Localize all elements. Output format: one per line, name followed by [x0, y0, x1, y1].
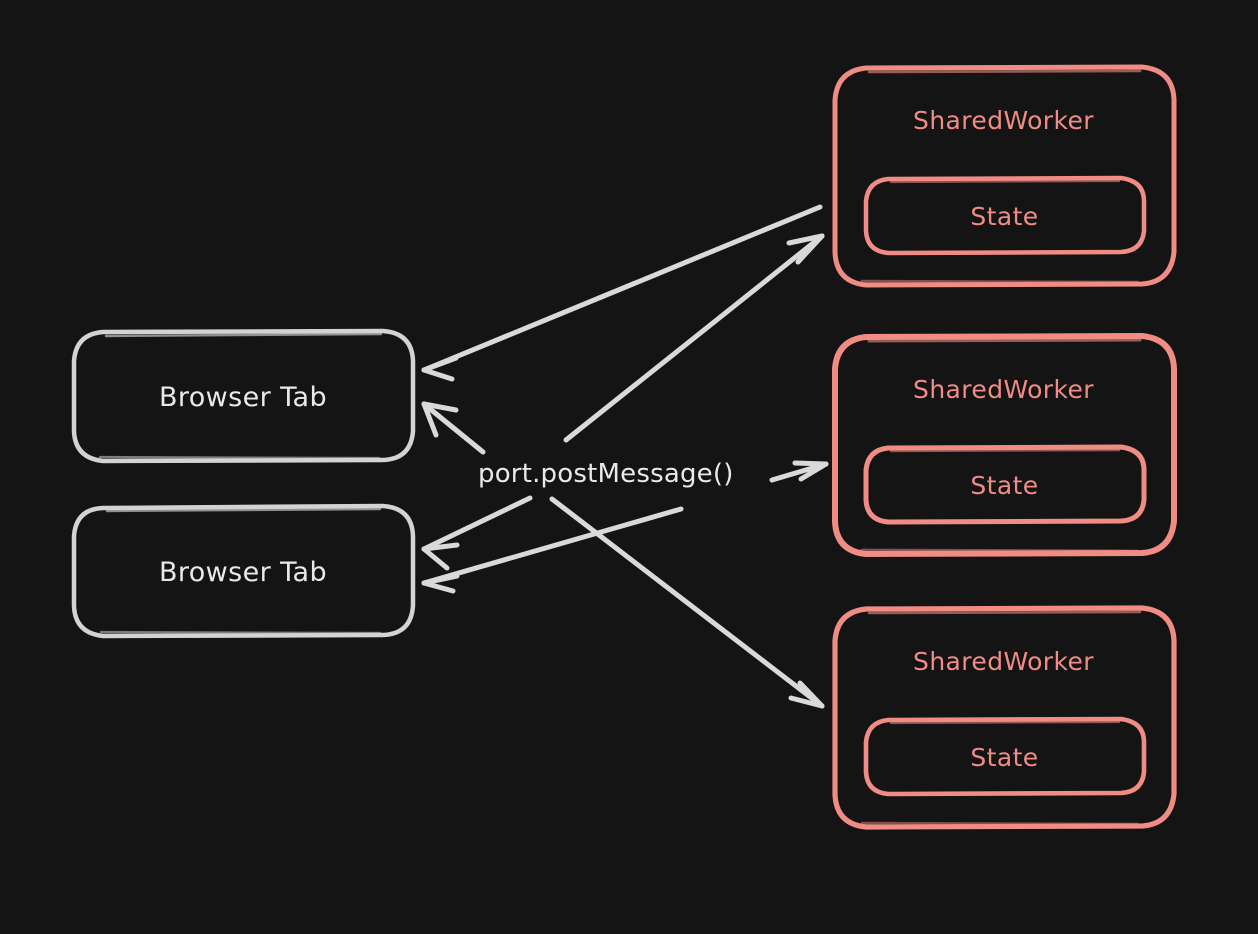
edge-label-post-message: port.postMessage(): [478, 459, 734, 489]
browser-tab-1[interactable]: Browser Tab: [73, 331, 413, 461]
shared-worker-3-outline[interactable]: [832, 605, 1177, 830]
arrow-hub-to-worker1: [563, 233, 825, 443]
state-box-1-outline[interactable]: [863, 175, 1147, 256]
arrow-worker1-to-tab1: [421, 204, 823, 382]
browser-tab-1-outline[interactable]: [71, 328, 416, 464]
state-box-3[interactable]: State: [866, 719, 1143, 794]
arrow-hub-to-tab1: [421, 401, 486, 455]
shared-worker-1-label: SharedWorker: [913, 106, 1094, 135]
state-box-3-label: State: [970, 743, 1039, 772]
browser-tab-2-label: Browser Tab: [158, 557, 328, 588]
browser-tab-2[interactable]: Browser Tab: [73, 506, 413, 636]
shared-worker-3-label: SharedWorker: [913, 647, 1094, 676]
shared-worker-1-outline[interactable]: [832, 64, 1177, 288]
state-box-2-label: State: [970, 471, 1039, 500]
shared-worker-2-label: SharedWorker: [913, 375, 1094, 404]
state-box-2[interactable]: State: [866, 447, 1143, 522]
state-box-1-label: State: [970, 202, 1039, 231]
arrow-hub-to-worker3: [549, 496, 825, 709]
shared-worker-3[interactable]: SharedWorker: [833, 608, 1174, 827]
shared-worker-2-outline[interactable]: [832, 333, 1177, 557]
state-box-3-outline[interactable]: [863, 716, 1147, 797]
arrow-hub-to-worker2: [769, 460, 829, 483]
arrow-worker3-to-tab2: [421, 506, 684, 594]
browser-tab-1-label: Browser Tab: [158, 382, 328, 413]
state-box-1[interactable]: State: [866, 178, 1143, 253]
state-box-2-outline[interactable]: [863, 444, 1147, 525]
arrow-hub-to-tab2-upper: [421, 495, 533, 571]
browser-tab-2-outline[interactable]: [71, 503, 416, 639]
